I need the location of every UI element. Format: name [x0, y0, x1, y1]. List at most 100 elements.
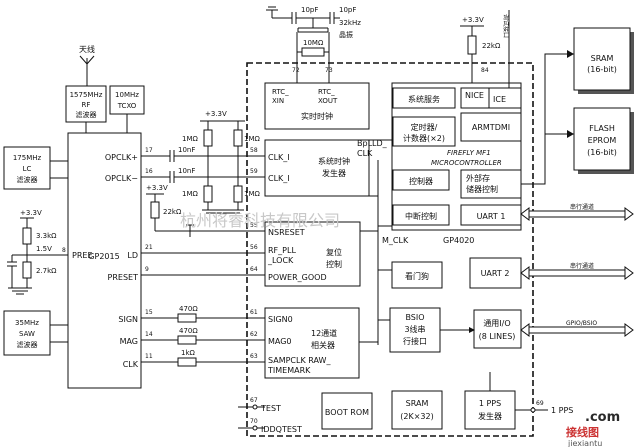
uart2-label: UART 2: [481, 269, 510, 278]
sram-int-1: SRAM: [406, 399, 429, 408]
res-22k-left: [150, 201, 160, 219]
ext-vcc: +3.3V: [462, 16, 484, 24]
int-ctrl-box: [392, 204, 450, 226]
pin-14: 14: [145, 331, 153, 338]
test-label: TEST: [260, 404, 281, 413]
mcu-label-2: MICROCONTROLLER: [431, 159, 502, 167]
rtc-xin-1: RTC_: [272, 88, 289, 96]
flash-ext-box: [573, 107, 631, 171]
watermark-text: 杭州将睿科技有限公司: [180, 211, 340, 230]
rf-filter-line1: 1575MHz: [70, 91, 103, 99]
timer-1: 定时器/: [411, 122, 438, 132]
memory-bus: [521, 50, 574, 185]
gpio-bus: [520, 323, 634, 337]
vcc-left: +3.3V: [146, 184, 168, 192]
vcc-top: +3.3V: [205, 110, 227, 118]
res-470-a: [177, 313, 197, 323]
reset-ctrl-2: 控制: [326, 259, 342, 269]
pin-62: 62: [250, 331, 258, 338]
sys-svc-box: [392, 87, 456, 109]
watchdog-label: 看门狗: [405, 271, 429, 281]
clkgen-2: 发生器: [322, 168, 346, 178]
res-1k-label: 1kΩ: [181, 349, 196, 357]
rtc-xin-2: XIN: [272, 97, 284, 105]
correlator-block: [264, 307, 360, 379]
pin-21: 21: [145, 244, 153, 251]
gp2015-name: GP2015: [88, 252, 119, 261]
bias-r1-label: 3.3kΩ: [36, 232, 57, 240]
flash-ext-3: (16-bit): [587, 148, 617, 157]
watermark-dotcom: .com: [585, 410, 620, 425]
gp2015-opclk-p: OPCLK+: [105, 153, 138, 162]
rtc-xtal-name: 晶振: [339, 30, 353, 39]
rf-filter-line3: 滤波器: [76, 110, 97, 119]
bias-r2-label: 2.7kΩ: [36, 267, 57, 275]
timer-box: [392, 116, 456, 147]
antenna-icon: [79, 55, 95, 86]
bus2-label: 串行通道: [570, 262, 594, 270]
pin-58: 58: [250, 147, 258, 154]
res-1m-c: [203, 185, 213, 203]
rtc-xout-2: XOUT: [318, 97, 338, 105]
mag0-label: MAG0: [268, 337, 292, 346]
pin-84: 84: [481, 67, 489, 74]
pps-out-label: 1 PPS: [551, 406, 573, 415]
ext-ctrl-1: 外部存: [466, 173, 490, 183]
lc-filter-line3: 滤波器: [17, 175, 38, 184]
res-470-b: [177, 335, 197, 345]
samp-label-2: TIMEMARK: [267, 366, 311, 375]
res-1m-c-label: 1MΩ: [182, 190, 198, 198]
rfpll-label-2: _LOCK: [267, 256, 294, 265]
res-1m-a: [203, 129, 213, 147]
flash-ext-2: EPROM: [588, 136, 617, 145]
pin-16: 16: [145, 168, 153, 175]
bias-r1: [22, 227, 32, 245]
gp2015-chip: [67, 132, 142, 389]
sys-svc: 系统服务: [408, 94, 440, 104]
pin-70: 70: [250, 418, 258, 425]
signal-wires: [141, 155, 265, 363]
rtc-xtal-freq: 32kHz: [339, 19, 361, 27]
res-1m-d-label: 1MΩ: [244, 190, 260, 198]
int-ctrl: 中断控制: [405, 211, 437, 221]
bpll-1: BpLLD_: [357, 139, 388, 148]
bsio-2: 3线串: [404, 324, 425, 334]
bsio-3: 行接口: [403, 336, 427, 346]
clkgen-1: 系统时钟: [318, 156, 350, 166]
iddq-label: IDDQTEST: [261, 425, 302, 434]
sram-int-2: (2K×32): [400, 412, 433, 421]
reset-ctrl-1: 复位: [326, 247, 342, 257]
tcxo-line1: 10MHz: [115, 91, 139, 99]
ice-label: ICE: [493, 95, 506, 104]
uart2-box: [469, 257, 522, 289]
uart2-bus: [520, 266, 634, 280]
res-22k-left-label: 22kΩ: [163, 208, 182, 216]
rtc-res: 10MΩ: [303, 39, 324, 47]
sign0-label: SIGN0: [268, 315, 293, 324]
pin-55: 55: [250, 222, 258, 229]
rfpll-label-1: RF_PLL: [268, 246, 296, 255]
res-1m-b: [233, 129, 243, 147]
gp2015-preset: PRESET: [108, 273, 139, 282]
pin-69: 69: [536, 400, 544, 407]
pin-64: 64: [250, 266, 258, 273]
gpio-1: 通用I/O: [483, 318, 510, 328]
bus1-label: 串行通道: [570, 203, 594, 211]
armtdmi-label: ARMTDMI: [472, 123, 510, 132]
gp2015-mag: MAG: [120, 337, 138, 346]
saw-filter-box: [3, 310, 51, 356]
samp-label-1: SAMPCLK RAW_: [268, 356, 331, 365]
pin-59: 59: [250, 168, 258, 175]
watermark-site: jiexiantu: [567, 439, 602, 447]
sram-ext-1: SRAM: [591, 54, 614, 63]
bias-vcc: +3.3V: [20, 209, 42, 217]
pin-67: 67: [250, 397, 258, 404]
saw-filter-line3: 滤波器: [17, 340, 38, 349]
lc-filter-line1: 175MHz: [13, 154, 42, 162]
pin-63: 63: [250, 353, 258, 360]
pin-11: 11: [145, 353, 153, 360]
gp2015-pin-pree: 8: [62, 247, 66, 254]
pin-72: 72: [292, 67, 300, 74]
rtc-cap-b: 10pF: [339, 6, 356, 14]
corr-2: 相关器: [311, 340, 335, 350]
